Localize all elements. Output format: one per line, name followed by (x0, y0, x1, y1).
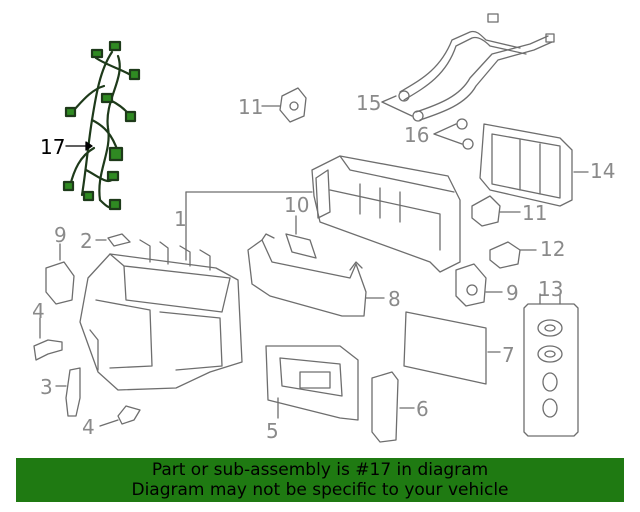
callout-16: 16 (404, 123, 429, 147)
callout-14: 14 (590, 159, 615, 183)
info-banner: Part or sub-assembly is #17 in diagram D… (16, 458, 624, 502)
banner-line-2: Diagram may not be specific to your vehi… (131, 480, 509, 500)
ac-pipes-part (398, 13, 555, 122)
callout-7: 7 (502, 343, 515, 367)
banner-line-1: Part or sub-assembly is #17 in diagram (151, 460, 489, 480)
callout-15: 15 (356, 91, 381, 115)
callout-4-upper: 4 (32, 299, 45, 323)
callout-1: 1 (174, 207, 187, 231)
callout-13: 13 (538, 277, 563, 301)
callout-17: 17 (40, 135, 65, 159)
callout-6: 6 (416, 397, 429, 421)
callout-12: 12 (540, 237, 565, 261)
callout-11-lower: 11 (522, 201, 547, 225)
callout-11-upper: 11 (238, 95, 263, 119)
callout-10: 10 (284, 193, 309, 217)
callout-9-left: 9 (54, 223, 67, 247)
callout-2: 2 (80, 229, 93, 253)
parts-diagram: 17 11 15 16 14 1 10 11 12 9 2 9 8 13 4 7… (32, 13, 615, 443)
callout-5: 5 (266, 419, 279, 443)
callout-8: 8 (388, 287, 401, 311)
callout-3: 3 (40, 375, 53, 399)
callout-9-right: 9 (506, 281, 519, 305)
hvac-case-part (79, 239, 243, 391)
callout-4-lower: 4 (82, 415, 95, 439)
wire-harness-part[interactable] (62, 40, 141, 211)
